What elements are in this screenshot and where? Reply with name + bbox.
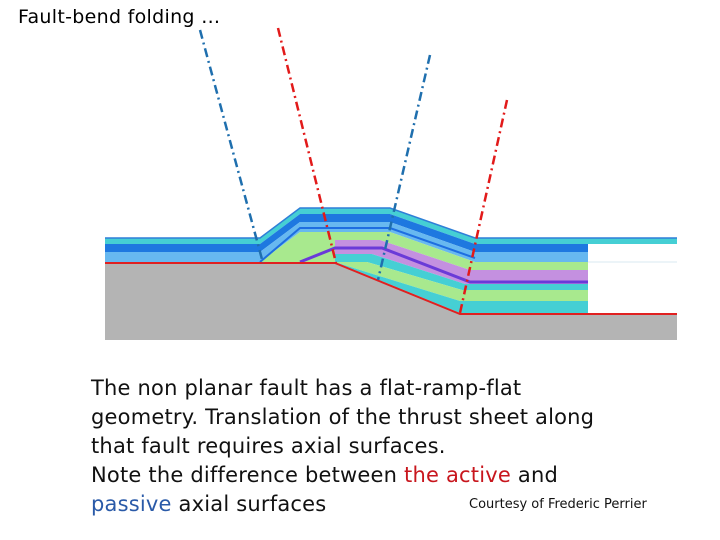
active-axial-surface-left: [276, 27, 338, 264]
hanging-wall-layer-green-ramp: [335, 232, 588, 270]
caption-line-4-suffix: and: [511, 463, 558, 487]
passive-axial-surface-left: [198, 29, 265, 264]
footwall-block: [105, 262, 677, 340]
caption-line-4: Note the difference between the active a…: [91, 461, 691, 490]
caption-line-3: that fault requires axial surfaces.: [91, 434, 446, 458]
passive-axial-keyword: passive: [91, 492, 172, 516]
active-axial-keyword: the active: [404, 463, 512, 487]
caption-line-5: passive axial surfaces: [91, 490, 691, 519]
bedding-line-top: [105, 207, 677, 239]
hanging-wall-layer-light-blue: [105, 222, 588, 262]
caption-line-4-prefix: Note the difference between: [91, 463, 405, 487]
caption-text: The non planar fault has a flat-ramp-fla…: [91, 374, 691, 519]
caption-line-1: The non planar fault has a flat-ramp-fla…: [91, 376, 522, 400]
bedding-line-blue: [259, 227, 476, 263]
image-credit: Courtesy of Frederic Perrier: [469, 497, 647, 512]
hanging-wall-layer-green-lower: [335, 262, 588, 301]
hanging-wall-layer-blue-band: [105, 214, 588, 252]
hanging-wall-layer-purple: [335, 240, 588, 284]
fault-line: [105, 262, 677, 315]
active-axial-surface-right: [458, 99, 509, 314]
hanging-wall-layer-cyan-top: [105, 208, 677, 244]
caption-line-2: geometry. Translation of the thrust shee…: [91, 405, 595, 429]
caption-line-5-suffix: axial surfaces: [171, 492, 327, 516]
passive-axial-surface-right: [376, 54, 432, 281]
bedding-line-violet: [299, 246, 588, 284]
hanging-wall-layer-cyan-base: [335, 262, 588, 313]
hanging-wall-layer-cyan-lower: [335, 254, 588, 290]
slide-title: Fault-bend folding …: [18, 6, 221, 28]
